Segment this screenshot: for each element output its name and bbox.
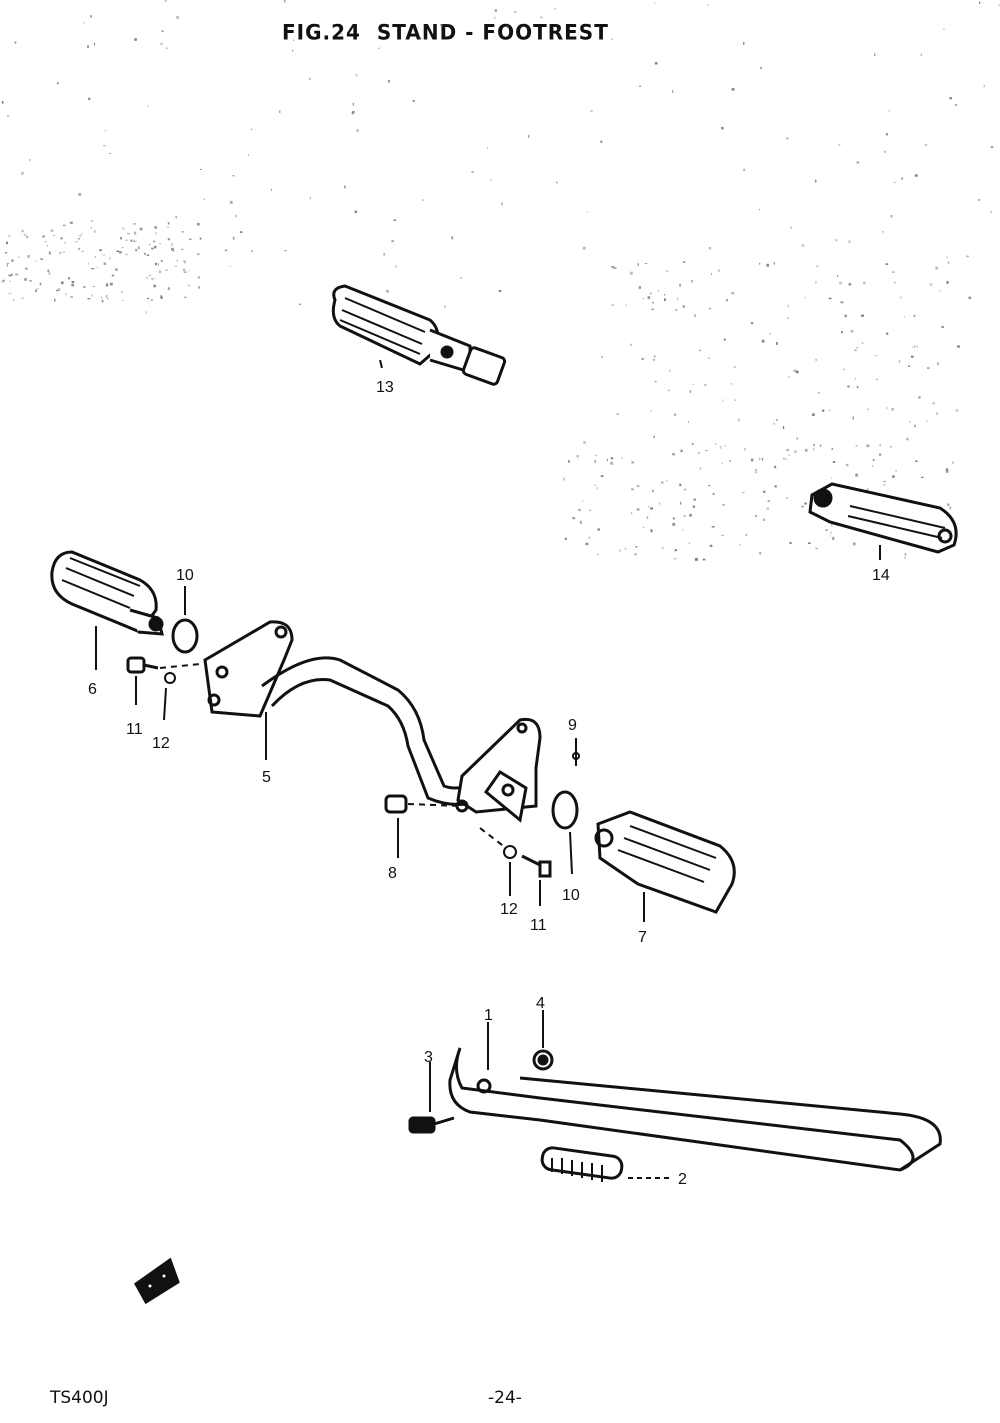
callout-5: 5 [262,769,271,786]
part-11-bolt-left [126,656,159,705]
part-11-bolt-right [521,854,552,906]
part-2-spring [540,1146,672,1182]
part-3-pivot-bolt [408,1062,455,1134]
callout-7: 7 [638,929,647,946]
callout-2: 2 [678,1171,687,1188]
callout-10-left: 10 [176,567,194,584]
callout-13: 13 [376,379,394,396]
part-10-washer-right [551,790,579,875]
callout-9: 9 [568,717,577,734]
part-12-washer-right [503,845,517,896]
scan-speckle-noise [1,0,1000,561]
callout-8: 8 [388,865,397,882]
page-number: -24- [488,1388,522,1408]
part-10-washer-left [171,586,199,654]
callout-6: 6 [88,681,97,698]
rubber-pad-part [134,1257,180,1305]
callout-12-left: 12 [152,735,170,752]
part-13-rear-footrest [331,284,507,386]
part-1-side-stand [448,1022,942,1172]
callout-12-right: 12 [500,901,518,918]
part-14-rear-footrest [808,482,958,560]
part-9-cotter-pin [572,738,580,766]
callout-4: 4 [536,995,545,1012]
part-7-footrest-right [594,810,736,922]
callout-10-right: 10 [562,887,580,904]
assembly-line-right [479,827,507,849]
callout-11-right: 11 [530,917,547,934]
assembly-line-pin [407,803,463,807]
part-8-pivot-pin [384,794,408,858]
figure-title: FIG.24 STAND - FOOTREST [282,19,609,45]
assembly-line-left [159,663,201,669]
part-5-footrest-bar [203,620,542,823]
callout-14: 14 [872,567,890,584]
callout-3: 3 [424,1049,433,1066]
callout-1: 1 [484,1007,493,1024]
part-12-washer-left [163,672,176,721]
part-6-footrest-left [50,550,164,670]
callout-11-left: 11 [126,721,143,738]
part-4-nut [532,1010,554,1071]
callout-labels: 13 14 10 6 11 12 5 9 8 10 12 11 7 4 1 3 … [88,379,890,1188]
model-code: TS400J [50,1388,109,1408]
